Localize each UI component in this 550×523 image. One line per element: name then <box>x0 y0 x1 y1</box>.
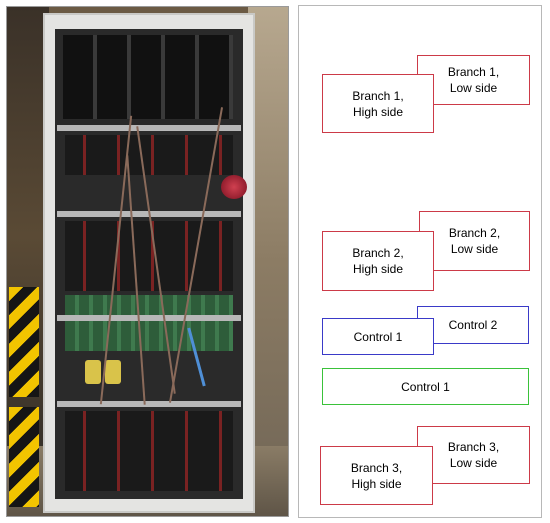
branch3-high-side-box: Branch 3, High side <box>320 446 433 505</box>
capacitor <box>105 360 121 384</box>
branch1-high-side-box: Branch 1, High side <box>322 74 434 133</box>
control-pcb-2 <box>65 325 233 351</box>
rack-cabinet <box>43 13 255 513</box>
branch2-high-side-box: Branch 2, High side <box>322 231 434 291</box>
branch1-boards <box>65 135 233 175</box>
hazard-stripe-post <box>9 287 39 397</box>
branch1-low-side-box: Branch 1, Low side <box>417 55 530 105</box>
block-layout-diagram: Branch 1, Low side Branch 1, High side B… <box>298 5 542 518</box>
rack-rail <box>57 315 241 321</box>
branch2-boards <box>65 221 233 291</box>
capacitor <box>85 360 101 384</box>
branch2-low-side-box: Branch 2, Low side <box>419 211 530 271</box>
control1-wide-box: Control 1 <box>322 368 529 405</box>
rack-rail <box>57 401 241 407</box>
control1-box: Control 1 <box>322 318 434 355</box>
control2-box: Control 2 <box>417 306 529 344</box>
branch1-heatsinks <box>63 35 233 119</box>
hazard-stripe-post-lower <box>9 407 39 507</box>
converter-cabinet-photo <box>6 6 289 517</box>
branch3-low-side-box: Branch 3, Low side <box>417 426 530 484</box>
rack-rail <box>57 125 241 131</box>
red-fan-motor <box>221 175 247 199</box>
branch3-boards <box>65 411 233 491</box>
